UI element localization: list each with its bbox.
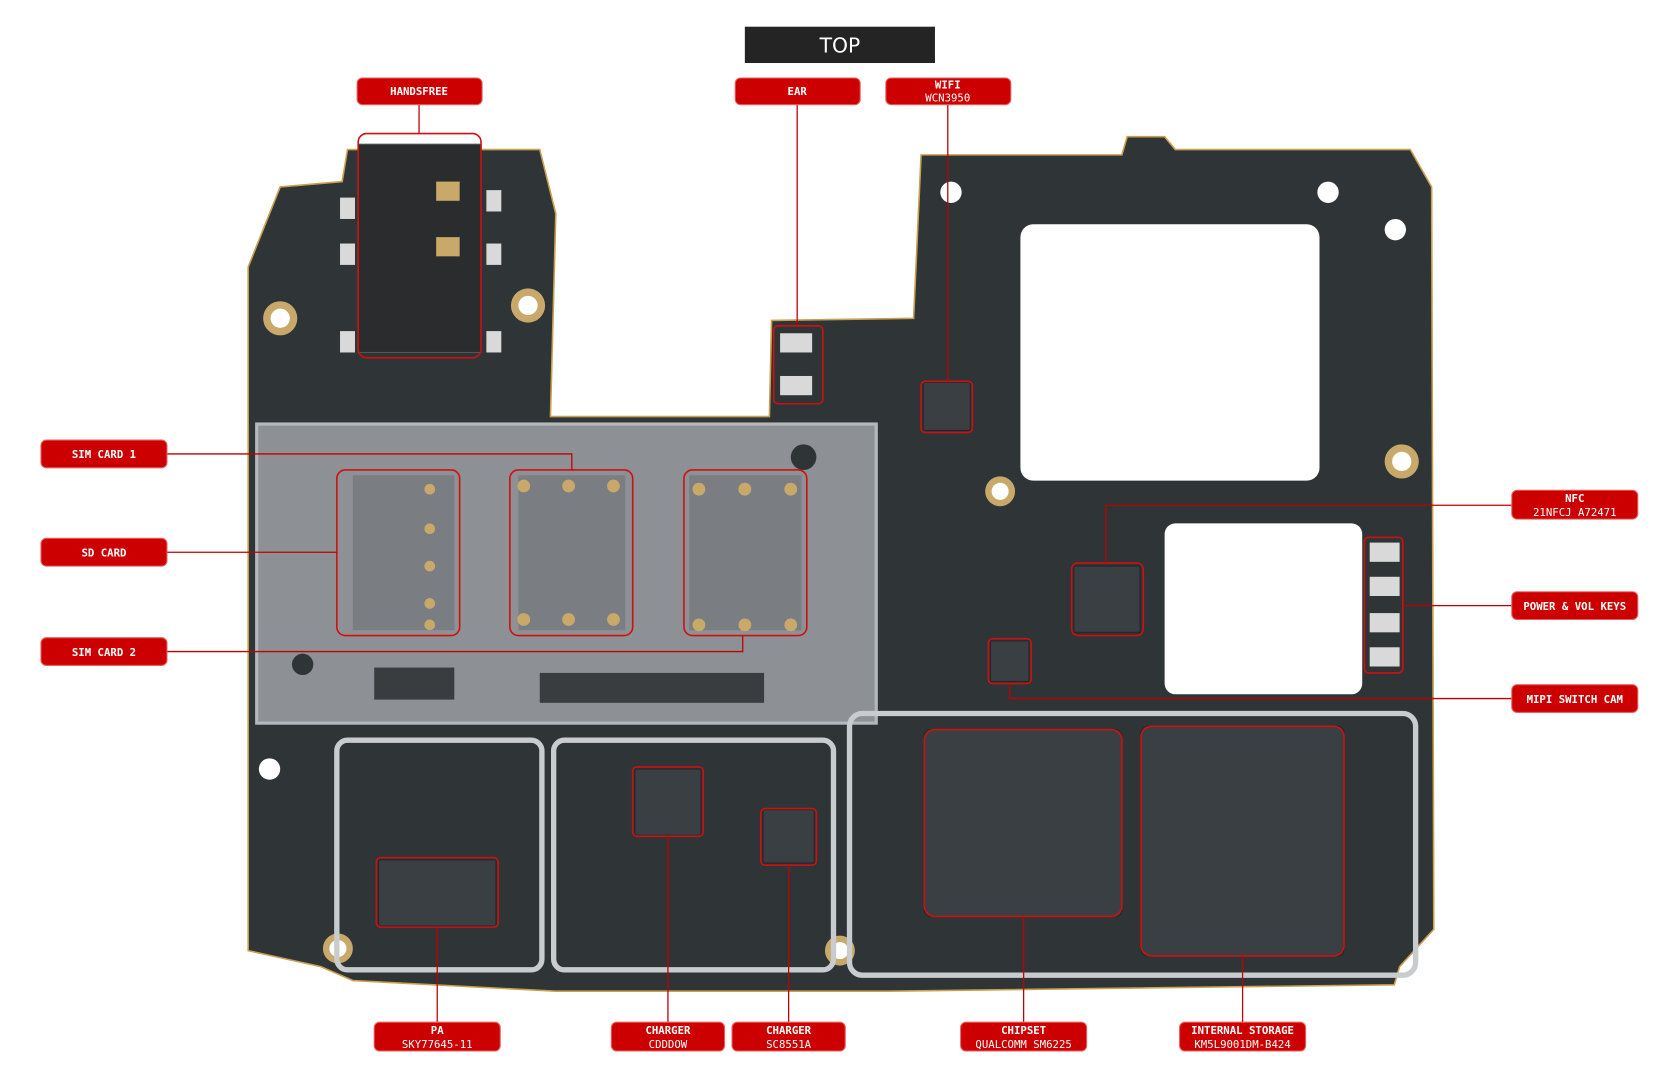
- charger2-chip: [762, 809, 815, 864]
- mounting-holes: [258, 181, 1419, 966]
- label-title: WIFI: [935, 79, 961, 92]
- label-title: CHIPSET: [1001, 1024, 1046, 1037]
- title-banner: TOP: [744, 26, 935, 64]
- label-sub: 21NFCJ A72471: [1533, 506, 1617, 519]
- label-power-vol-keys: POWER & VOL KEYS: [1511, 591, 1639, 621]
- label-title: HANDSFREE: [390, 85, 448, 98]
- label-title: PA: [431, 1024, 444, 1037]
- label-sub: SKY77645-11: [402, 1038, 473, 1051]
- label-title: NFC: [1565, 492, 1584, 505]
- label-title: MIPI SWITCH CAM: [1527, 693, 1623, 706]
- label-title: CHARGER: [766, 1024, 812, 1037]
- label-title: POWER & VOL KEYS: [1523, 600, 1626, 613]
- label-title: INTERNAL STORAGE: [1191, 1024, 1294, 1037]
- label-mipi-switch-cam: MIPI SWITCH CAM: [1511, 684, 1639, 713]
- label-sub: KM5L9001DM-B424: [1194, 1038, 1290, 1051]
- label-title: SIM CARD 2: [72, 646, 136, 659]
- label-sd-card: SD CARD: [40, 537, 168, 567]
- label-sub: CDDDOW: [649, 1038, 688, 1051]
- pa-chip: [377, 859, 497, 927]
- label-title: SD CARD: [81, 546, 126, 559]
- label-sub: WCN3950: [925, 91, 970, 104]
- label-sim-card-2: SIM CARD 2: [40, 637, 168, 666]
- label-title: SIM CARD 1: [72, 448, 136, 461]
- label-sub: SC8551A: [766, 1038, 812, 1051]
- callout-lines: [166, 104, 1512, 1023]
- wifi-chip: [922, 381, 971, 431]
- label-handsfree: HANDSFREE: [356, 77, 483, 106]
- nfc-chip: [1073, 565, 1141, 633]
- title-text: TOP: [819, 33, 861, 57]
- pcb-board: [247, 135, 1435, 993]
- label-sim-card-1: SIM CARD 1: [40, 439, 168, 469]
- headphone-jack: [340, 143, 502, 354]
- storage-chip: [1140, 725, 1345, 957]
- sim-sd-tray: [255, 422, 878, 725]
- mipi-chip: [989, 640, 1030, 682]
- chipset-chip: [923, 728, 1123, 917]
- charger1-chip: [634, 768, 702, 836]
- label-title: CHARGER: [645, 1024, 691, 1037]
- label-sub: QUALCOMM SM6225: [975, 1038, 1071, 1051]
- label-ear: EAR: [734, 77, 861, 106]
- label-title: EAR: [788, 85, 808, 98]
